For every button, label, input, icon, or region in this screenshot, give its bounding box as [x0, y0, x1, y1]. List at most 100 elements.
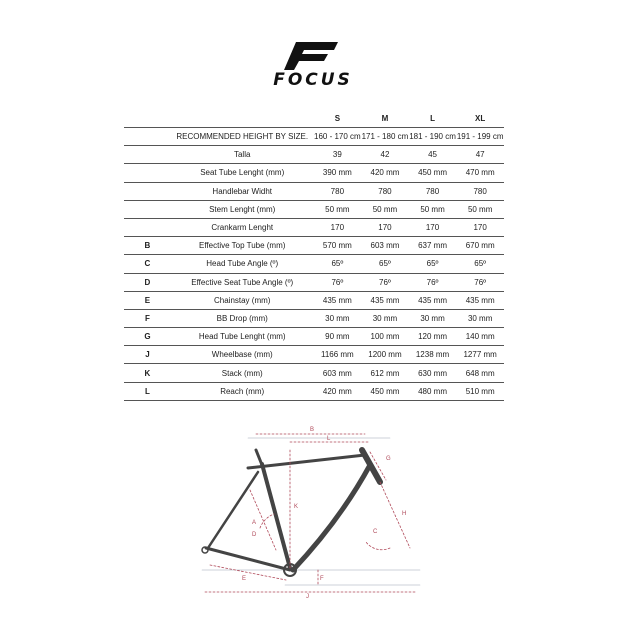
row-value-s: 390 mm — [313, 163, 362, 183]
row-value-m: 612 mm — [361, 363, 409, 383]
row-value-xl: 76º — [456, 272, 504, 292]
measure-d — [259, 513, 275, 529]
top-tube — [246, 453, 367, 470]
chain-stay — [204, 546, 292, 572]
row-value-m: 780 — [361, 181, 409, 201]
row-letter: C — [124, 254, 171, 273]
measure-g — [369, 451, 387, 481]
row-value-s: 76º — [313, 272, 362, 292]
label-j: J — [306, 594, 309, 600]
row-label: Stack (mm) — [170, 363, 314, 383]
row-letter — [124, 126, 171, 146]
row-value-xl: 435 mm — [456, 290, 504, 310]
row-value-m: 170 — [361, 217, 409, 237]
row-value-m: 420 mm — [361, 163, 409, 183]
row-value-s: 65º — [313, 254, 362, 273]
seat-tube — [260, 462, 292, 570]
row-label: Handlebar Widht — [170, 181, 314, 201]
rear-dropout — [201, 546, 209, 554]
row-value-m: 50 mm — [361, 199, 409, 219]
row-value-m: 450 mm — [361, 381, 409, 401]
row-value-s: 420 mm — [313, 381, 362, 401]
row-value-xl: 470 mm — [456, 163, 504, 183]
row-value-l: 30 mm — [408, 308, 457, 328]
row-value-l: 435 mm — [408, 290, 457, 310]
row-value-l: 480 mm — [408, 381, 457, 401]
row-label: Effective Seat Tube Angle (º) — [170, 272, 314, 292]
row-letter: E — [124, 290, 171, 310]
row-value-s: 30 mm — [313, 308, 362, 328]
row-value-l: 780 — [408, 181, 457, 201]
row-value-xl: 648 mm — [456, 363, 504, 383]
row-value-l: 45 — [408, 145, 457, 164]
row-label: Reach (mm) — [170, 381, 314, 401]
size-header-row: S M L XL — [124, 110, 504, 128]
row-value-l: 76º — [408, 272, 457, 292]
row-letter: G — [124, 327, 171, 346]
row-label: Head Tube Angle (º) — [170, 254, 314, 273]
size-header-m: M — [381, 114, 389, 123]
row-value-s: 50 mm — [313, 199, 362, 219]
row-value-m: 100 mm — [361, 327, 409, 346]
row-letter — [124, 199, 171, 219]
row-letter: K — [124, 363, 171, 383]
label-h: H — [402, 511, 406, 517]
row-letter: J — [124, 345, 171, 364]
head-tube — [359, 447, 383, 485]
row-label: RECOMMENDED HEIGHT BY SIZE. — [170, 126, 314, 146]
label-k: K — [294, 504, 298, 510]
down-tube — [290, 462, 373, 573]
bike-frame-svg: B L K G H A C D E F J — [201, 427, 421, 600]
row-label: Effective Top Tube (mm) — [170, 236, 314, 255]
size-header-l: L — [430, 114, 435, 123]
seat-stay — [206, 470, 260, 550]
row-value-xl: 510 mm — [456, 381, 504, 401]
size-header-s: S — [334, 114, 341, 123]
frame-geometry-diagram: B L K G H A C D E F J — [190, 420, 440, 605]
header-empty-letter — [124, 110, 171, 128]
label-e: E — [242, 576, 246, 582]
label-a: A — [252, 520, 256, 526]
row-label: BB Drop (mm) — [170, 308, 314, 328]
row-letter — [124, 217, 171, 237]
row-value-xl: 65º — [456, 254, 504, 273]
row-value-m: 435 mm — [361, 290, 409, 310]
row-value-xl: 670 mm — [456, 236, 504, 255]
row-value-l: 181 - 190 cm — [408, 126, 457, 146]
row-value-m: 30 mm — [361, 308, 409, 328]
row-value-l: 65º — [408, 254, 457, 273]
row-value-s: 170 — [313, 217, 362, 237]
row-value-l: 170 — [408, 217, 457, 237]
focus-logo: FOCUS — [258, 40, 368, 90]
row-value-s: 780 — [313, 181, 362, 201]
row-letter: L — [124, 381, 171, 401]
label-d: D — [252, 532, 257, 538]
row-value-xl: 1277 mm — [456, 345, 504, 364]
row-value-l: 637 mm — [408, 236, 457, 255]
row-value-m: 603 mm — [361, 236, 409, 255]
row-letter: B — [124, 236, 171, 255]
measure-c — [365, 541, 391, 551]
seat-post — [254, 448, 266, 472]
label-g: G — [386, 456, 391, 462]
geometry-table: S M L XL RECOMMENDED HEIGHT BY SIZE.160 … — [124, 110, 504, 401]
row-value-m: 65º — [361, 254, 409, 273]
row-value-s: 435 mm — [313, 290, 362, 310]
row-value-l: 1238 mm — [408, 345, 457, 364]
row-label: Wheelbase (mm) — [170, 345, 314, 364]
row-letter — [124, 181, 171, 201]
measure-h — [379, 481, 411, 549]
row-value-xl: 140 mm — [456, 327, 504, 346]
